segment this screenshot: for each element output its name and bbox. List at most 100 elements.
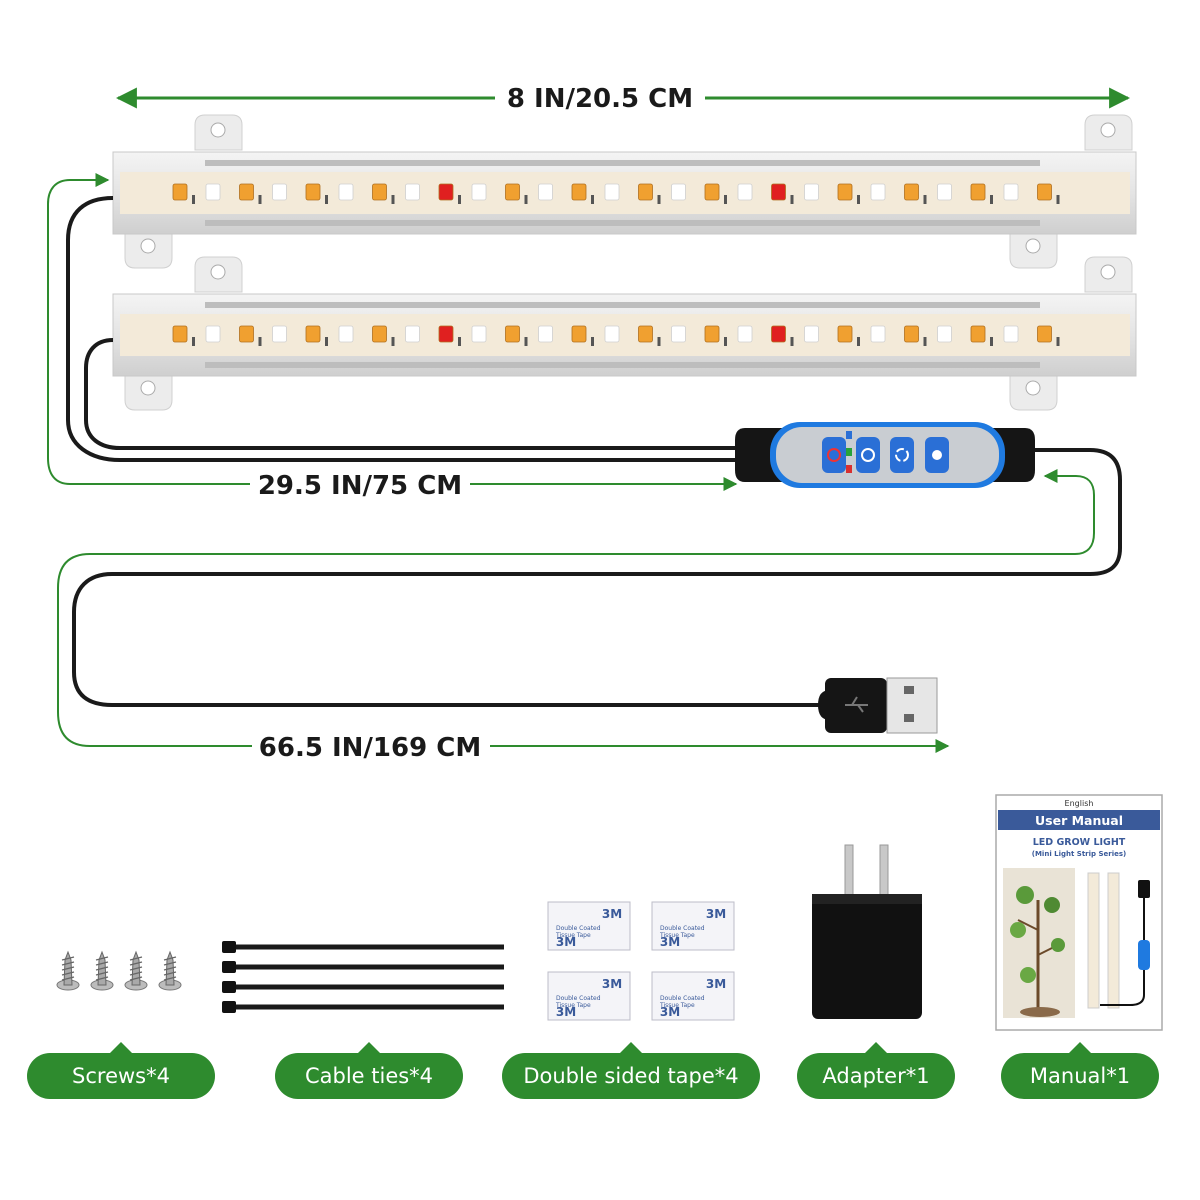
led-white [405,325,420,343]
led-resistor [724,337,727,346]
led-white [1003,325,1019,343]
led-white [205,325,221,343]
adapter-image [812,844,922,1019]
strip-length-dimension: 8 IN/20.5 CM [115,84,1131,114]
led-resistor [325,195,328,204]
manual-product: LED GROW LIGHT [1033,837,1126,848]
led-resistor [192,337,195,346]
led-resistor [790,195,794,204]
led-white [870,183,886,201]
svg-text:3M: 3M [706,907,726,921]
manual-title: User Manual [1035,813,1123,828]
led-colored [1037,325,1052,343]
led-resistor [591,337,594,346]
led-resistor [857,337,860,346]
led-colored [505,183,520,201]
screws-image [56,950,182,991]
led-resistor [524,195,528,204]
usb-cable-dimension [57,469,1095,753]
timer-button[interactable] [856,437,880,473]
led-colored [704,325,720,343]
led-resistor [857,195,860,204]
led-white [737,183,753,201]
cable-ties-label: Cable ties*4 [275,1042,463,1099]
svg-text:Double Coated: Double Coated [660,995,705,1002]
cable-tie [222,981,504,993]
led-resistor [258,337,262,346]
cable-tie [222,941,504,953]
led-resistor [258,195,262,204]
strip-cable-dimension [47,173,738,491]
manual-series: (Mini Light Strip Series) [1032,850,1126,858]
adapter-label: Adapter*1 [797,1042,955,1099]
power-button[interactable] [822,437,846,473]
led-colored [372,325,387,343]
led-colored [837,325,853,343]
manual-label: Manual*1 [1001,1042,1159,1099]
led-colored [505,325,520,343]
led-white [604,325,620,343]
led-resistor [192,195,195,204]
led-white [604,183,620,201]
manual-image: English User Manual LED GROW LIGHT (Mini… [995,794,1163,1031]
led-white [804,325,819,343]
led-white [471,325,487,343]
led-resistor [657,195,661,204]
led-colored [172,325,188,343]
cycle-button[interactable] [890,437,914,473]
led-row-2 [172,325,1060,346]
led-colored [571,183,587,201]
led-colored [172,183,188,201]
led-colored [904,183,919,201]
led-resistor [391,337,395,346]
manual-language: English [1065,799,1094,808]
screw [158,950,182,991]
svg-text:3M: 3M [556,935,576,949]
led-row-1 [172,183,1060,204]
led-colored [638,183,653,201]
brightness-button[interactable] [925,437,949,473]
led-resistor [591,195,594,204]
led-resistor [790,337,794,346]
led-colored [904,325,919,343]
svg-text:Tissue Tape: Tissue Tape [555,932,591,939]
led-resistor [391,195,395,204]
led-white [737,325,753,343]
light-strip-1 [112,114,1137,269]
cable-ties-image [222,941,504,1013]
led-colored [638,325,653,343]
svg-text:3M: 3M [660,935,680,949]
mode-indicators [846,431,852,473]
led-white [671,183,686,201]
led-white [205,183,221,201]
usb-plug [818,677,938,734]
strip-cable-label: 29.5 IN/75 CM [258,471,462,501]
led-white [272,325,287,343]
svg-text:3M: 3M [706,977,726,991]
cable-tie [222,961,504,973]
screw [56,950,80,991]
led-colored [438,183,454,201]
usb-symbol-icon [845,696,868,713]
led-resistor [990,337,993,346]
screw [124,950,148,991]
led-resistor [458,337,461,346]
led-white [538,183,553,201]
led-white [1003,183,1019,201]
svg-text:Double Coated: Double Coated [556,995,601,1002]
power-cables [66,196,1122,707]
double-sided-tape-label: Double sided tape*4 [502,1042,760,1099]
svg-text:Tissue Tape: Tissue Tape [659,932,695,939]
strip-length-label: 8 IN/20.5 CM [507,84,693,114]
led-white [937,183,952,201]
led-white [804,183,819,201]
led-colored [771,325,786,343]
controller[interactable] [735,422,1035,488]
svg-text:3M: 3M [602,907,622,921]
svg-text:3M: 3M [660,1005,680,1019]
